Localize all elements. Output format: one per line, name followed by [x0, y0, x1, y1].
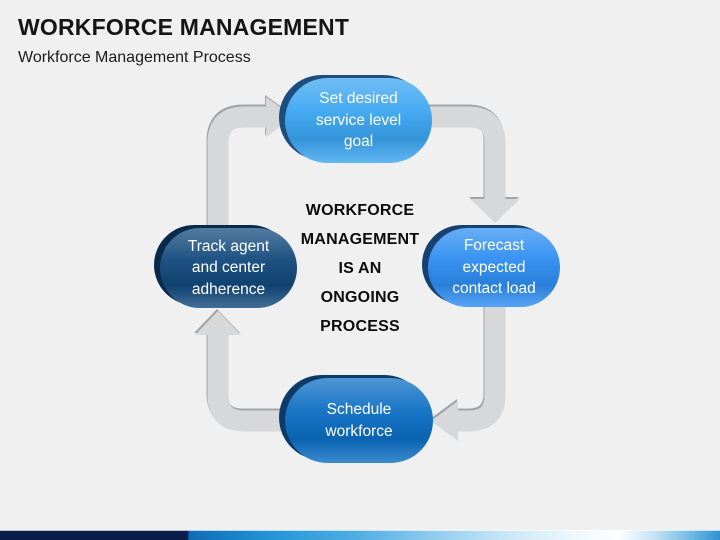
step-label: Set desired service level goal [315, 90, 402, 151]
arrow-right-to-bottom-icon [431, 295, 506, 441]
arrow-bottom-to-left-icon [195, 311, 295, 432]
arrow-top-to-right-icon [420, 106, 520, 223]
center-caption: WORKFORCE MANAGEMENT IS AN ONGOING PROCE… [270, 196, 450, 341]
slide-title: WORKFORCE MANAGEMENT [18, 14, 350, 40]
center-caption-line: WORKFORCE [305, 202, 415, 219]
center-caption-line: IS AN [338, 260, 382, 277]
step-label: Track agent and center adherence [187, 237, 270, 298]
center-caption-line: ONGOING [320, 289, 400, 306]
step-bubble-schedule-workforce: Schedule workforce [285, 378, 433, 463]
step-label: Forecast expected contact load [452, 237, 536, 298]
step-bubble-track-adherence: Track agent and center adherence [160, 228, 297, 308]
cycle-arrow-group [195, 97, 520, 441]
step-bubble-set-service-level-goal: Set desired service level goal [285, 78, 432, 163]
center-caption-line: MANAGEMENT [300, 231, 420, 248]
step-label: Schedule workforce [325, 401, 393, 440]
arrow-left-to-top-icon [207, 97, 294, 250]
step-bubble-forecast-contact-load: Forecast expected contact load [428, 228, 560, 307]
slide-subtitle: Workforce Management Process [18, 49, 251, 66]
footer-accent-bar [0, 530, 720, 540]
center-caption-line: PROCESS [320, 318, 400, 335]
